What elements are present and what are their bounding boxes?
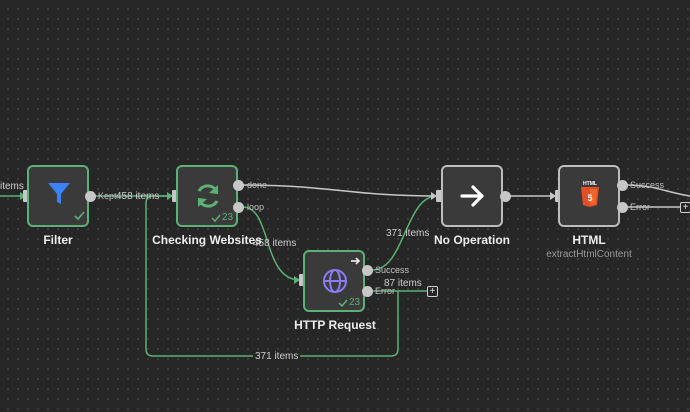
http-error-label: Error [375,286,395,296]
edge-http-noop[interactable] [371,195,438,271]
edge-checking-http[interactable] [242,206,301,281]
html-success-port[interactable] [617,180,628,191]
http-request-node[interactable]: 23 [303,250,365,312]
filter-node-title: Filter [43,233,73,247]
html-error-label: Error [630,202,650,212]
edge-checking-noop[interactable] [242,184,438,197]
html5-icon: 5 [581,187,599,207]
http-error-port[interactable] [362,286,373,297]
html-error-add-button[interactable]: + [680,202,690,213]
html-node-title: HTML [572,233,606,247]
edge-label-loop-back: 371 items [253,351,301,362]
checking-websites-node[interactable]: 23 [176,165,238,227]
html-node[interactable]: 5 HTML [558,165,620,227]
noop-node-title: No Operation [433,233,510,247]
arrowhead [550,192,556,200]
success-check-icon [74,211,85,220]
http-input-port[interactable] [299,274,305,286]
http-error-add-button[interactable]: + [427,286,438,297]
http-node-title: HTTP Request [294,318,376,332]
filter-output-label: Kept [98,191,117,201]
svg-text:5: 5 [587,193,592,203]
html-error-port[interactable] [617,202,628,213]
edge-label-http-error: 87 items [384,278,422,289]
http-success-label: Success [375,265,410,275]
edge-loop-back[interactable] [145,195,399,357]
noop-output-port[interactable] [500,191,511,202]
http-run-count: 23 [338,297,360,308]
checking-done-label: done [247,180,268,190]
edge-label-http-success: 371 items [386,228,430,239]
html-node-subtitle: extractHtmlContent [546,249,632,260]
html5-icon-text: HTML [583,181,597,187]
filter-node[interactable] [27,165,89,227]
checking-done-port[interactable] [233,180,244,191]
checking-run-count-value: 23 [222,212,234,223]
checking-loop-label: loop [247,202,265,212]
http-success-port[interactable] [362,265,373,276]
checking-input-port[interactable] [172,190,178,202]
filter-icon [48,183,70,204]
no-operation-node[interactable] [441,165,503,227]
arrowhead [431,192,437,200]
globe-icon [323,269,347,293]
noop-input-port[interactable] [436,190,442,202]
refresh-icon [197,184,219,208]
checking-node-title: Checking Websites [152,233,262,247]
http-run-count-value: 23 [349,297,361,308]
filter-input-port[interactable] [23,190,29,202]
html-success-label: Success [630,180,665,190]
run-check-icon [211,214,221,222]
edge-label-filter-kept: 458 items [116,191,160,202]
edge-html-success[interactable] [624,184,690,197]
arrowhead [167,192,173,200]
run-check-icon [338,299,348,307]
checking-loop-port[interactable] [233,202,244,213]
arrow-right-icon [351,257,361,265]
edge-label-checking-loop: 458 items [253,238,297,249]
edge-label-incoming: items [0,181,24,192]
checking-run-count: 23 [211,212,233,223]
arrowhead [294,276,300,284]
filter-output-port[interactable] [85,191,96,202]
arrow-right-icon [460,185,484,207]
